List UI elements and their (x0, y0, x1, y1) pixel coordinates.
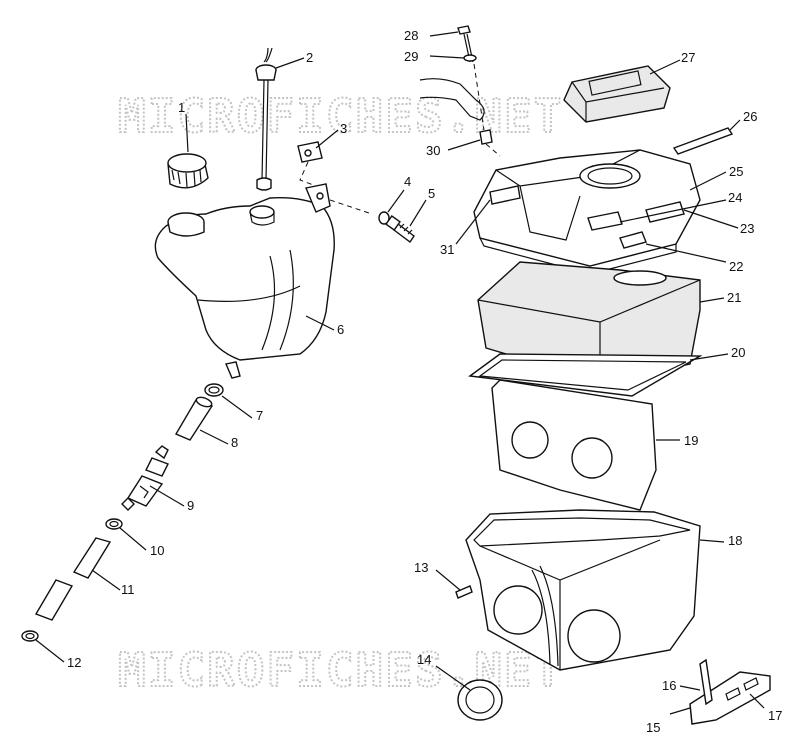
callout-12: 12 (67, 655, 81, 670)
callout-6: 6 (337, 322, 344, 337)
callout-7: 7 (256, 408, 263, 423)
callout-21: 21 (727, 290, 741, 305)
part-screw-washer-grommet (419, 25, 501, 157)
part-fuel-filter (121, 445, 169, 511)
callout-30: 30 (426, 143, 440, 158)
callout-15: 15 (646, 720, 660, 735)
part-screw-13 (455, 585, 473, 599)
callout-9: 9 (187, 498, 194, 513)
callout-26: 26 (743, 109, 757, 124)
part-fuel-hose-8 (174, 396, 214, 441)
part-airbox-body (465, 509, 701, 671)
callout-23: 23 (740, 221, 754, 236)
callout-29: 29 (404, 49, 418, 64)
part-fuel-tank (154, 183, 335, 379)
part-fuel-cap (167, 153, 209, 189)
callout-19: 19 (684, 433, 698, 448)
part-clamp-10 (105, 518, 123, 530)
callout-14: 14 (417, 652, 431, 667)
callout-1: 1 (178, 100, 185, 115)
callout-24: 24 (728, 190, 742, 205)
callout-31: 31 (440, 242, 454, 257)
part-fuel-hose-11 (34, 537, 112, 621)
part-baffle-plate (491, 379, 657, 511)
callout-25: 25 (729, 164, 743, 179)
part-bracket (297, 141, 323, 187)
part-gasket (468, 353, 703, 397)
part-clamp-7 (204, 383, 224, 397)
callout-27: 27 (681, 50, 695, 65)
callout-13: 13 (414, 560, 428, 575)
callout-3: 3 (340, 121, 347, 136)
part-strip (672, 127, 734, 155)
callout-17: 17 (768, 708, 782, 723)
part-airbox-lid (473, 149, 701, 275)
part-vent-hose (255, 47, 277, 191)
part-clamp-12 (21, 630, 39, 642)
part-foam-pad (563, 65, 671, 123)
callout-18: 18 (728, 533, 742, 548)
part-washer-bolt (329, 199, 415, 244)
callout-5: 5 (428, 186, 435, 201)
callout-20: 20 (731, 345, 745, 360)
callout-2: 2 (306, 50, 313, 65)
callout-16: 16 (662, 678, 676, 693)
part-mounting-bracket (689, 658, 771, 725)
callout-labels: 1 2 3 4 5 6 7 8 9 10 11 12 13 14 15 16 1… (67, 28, 782, 735)
callout-4: 4 (404, 174, 411, 189)
callout-28: 28 (404, 28, 418, 43)
callout-11: 11 (121, 582, 135, 597)
callout-10: 10 (150, 543, 164, 558)
callout-22: 22 (729, 259, 743, 274)
callout-8: 8 (231, 435, 238, 450)
callout-leaders (35, 31, 765, 715)
